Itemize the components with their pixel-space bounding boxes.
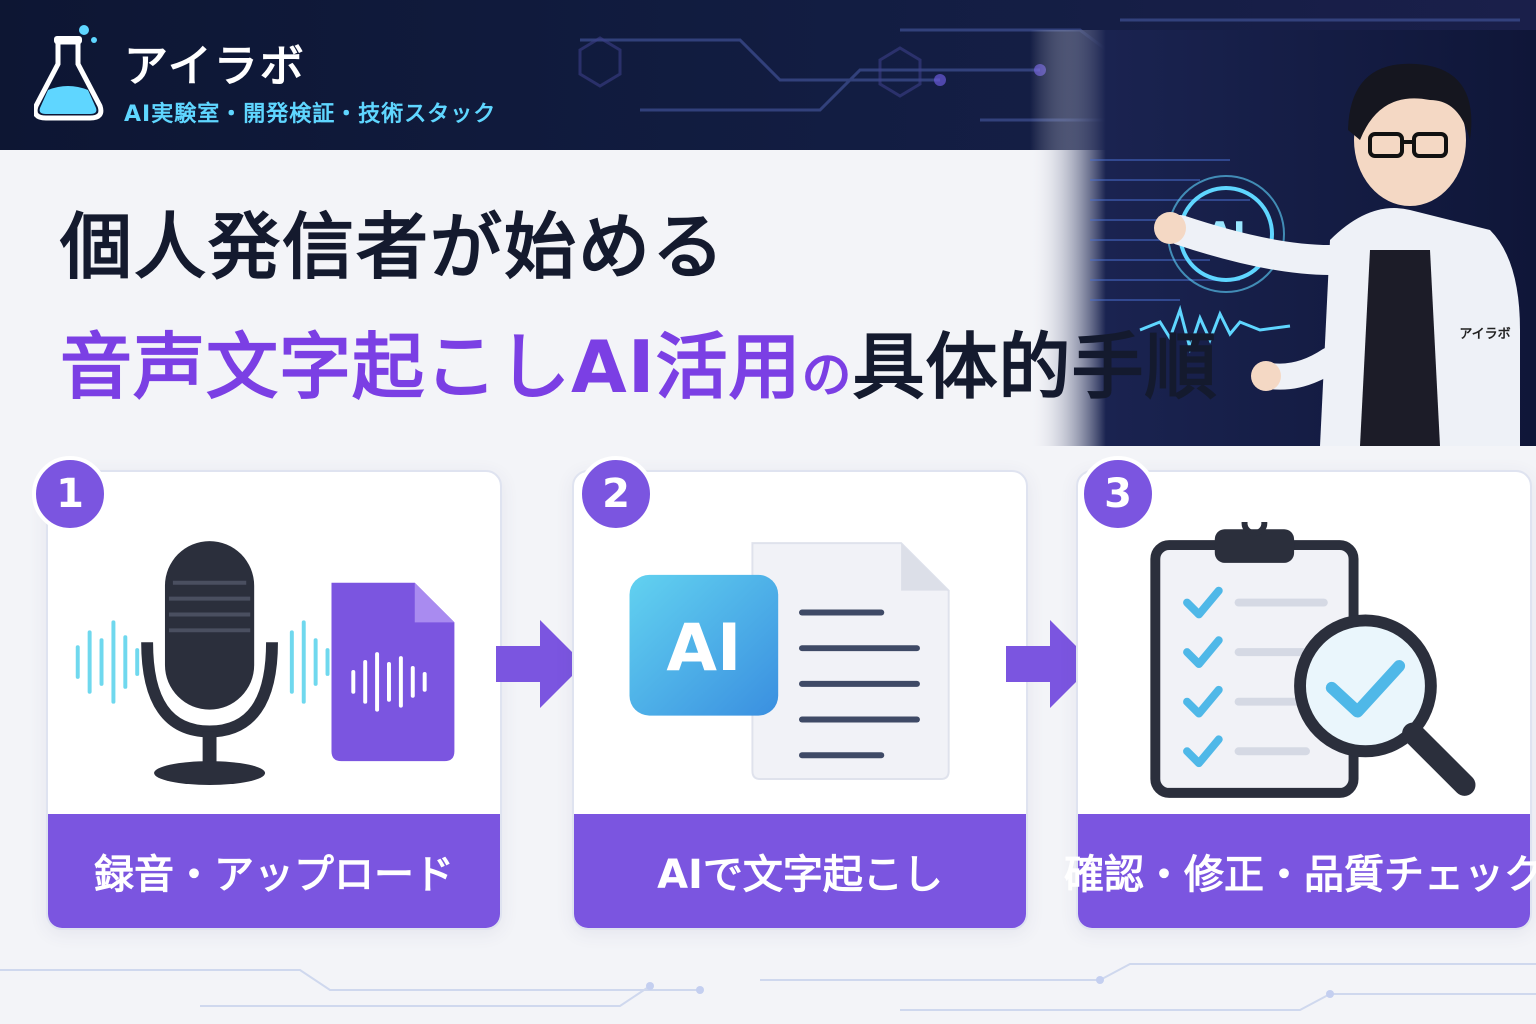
- brand-tagline: AI実験室・開発検証・技術スタック: [124, 102, 497, 127]
- step-label-2: AIで文字起こし: [574, 814, 1026, 928]
- microphone-audio-file-icon: [75, 541, 455, 785]
- brand-name: アイラボ: [124, 41, 306, 92]
- step-card-3: 確認・修正・品質チェック: [1064, 470, 1536, 930]
- title-highlight: 音声文字起こしAI活用: [60, 325, 802, 409]
- flask-icon: [34, 25, 104, 121]
- step-number-3: 3: [1080, 456, 1156, 532]
- circuit-decoration-bottom: [0, 963, 1536, 1011]
- arrow-right-icon: [1006, 620, 1094, 708]
- step-card-1: 録音・アップロード: [46, 470, 502, 930]
- step-number-1: 1: [32, 456, 108, 532]
- arrow-right-icon: [496, 620, 584, 708]
- step-number-2: 2: [578, 456, 654, 532]
- step-card-2: AI AIで文字起こし: [572, 470, 1028, 930]
- ai-document-icon: AI: [629, 542, 950, 780]
- title-particle: の: [801, 346, 853, 404]
- clipboard-magnifier-icon: [1150, 522, 1476, 798]
- hero-illustration: AI アイラボ: [1030, 30, 1536, 446]
- page-title-line1: 個人発信者が始める: [60, 205, 727, 289]
- title-tail: 具体的手順: [852, 325, 1218, 409]
- ai-badge-text: AI: [666, 610, 741, 686]
- coat-badge: アイラボ: [1459, 326, 1510, 342]
- page-title-line2: 音声文字起こしAI活用の具体的手順: [60, 308, 1218, 413]
- step-label-1: 録音・アップロード: [48, 814, 500, 928]
- step-label-3: 確認・修正・品質チェック: [1064, 814, 1536, 928]
